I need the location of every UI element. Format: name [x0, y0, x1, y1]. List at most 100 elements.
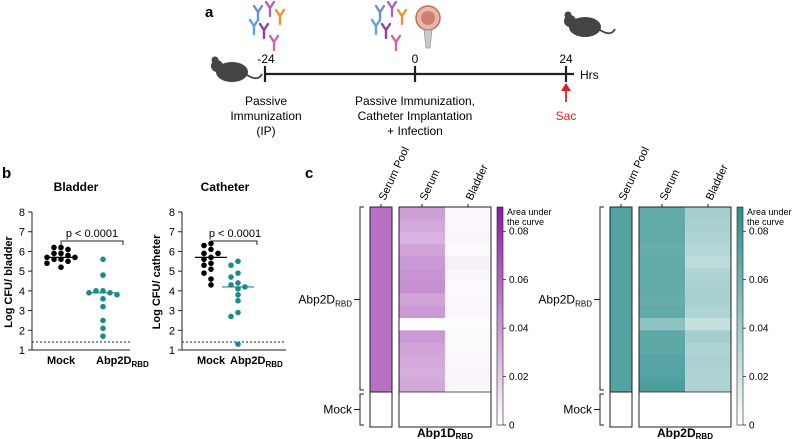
heatmap-cell — [639, 268, 685, 282]
y-axis-label: Log CFU/ catheter — [151, 234, 163, 329]
y-tick-label: 6 — [169, 246, 175, 258]
timeline-label: 0 — [412, 52, 419, 66]
legend-title: the curve — [747, 217, 784, 227]
data-point — [51, 250, 57, 257]
heatmap-cell — [445, 219, 491, 233]
heatmap-cell — [399, 379, 445, 393]
heatmap-cell — [639, 281, 685, 294]
data-point — [100, 333, 106, 340]
y-tick-label: 2 — [169, 325, 175, 337]
y-tick-label: 4 — [169, 286, 175, 298]
data-point — [235, 309, 241, 316]
data-point — [65, 258, 71, 265]
heatmap-cell — [639, 318, 685, 331]
sac-label: Sac — [556, 109, 577, 123]
heatmap-cell — [685, 305, 731, 319]
data-point — [201, 242, 207, 249]
y-tick-label: 4 — [19, 286, 25, 298]
y-tick-label: 7 — [19, 227, 25, 239]
row-bracket — [359, 206, 364, 391]
row-bracket — [599, 393, 604, 426]
y-tick-label: 3 — [169, 306, 175, 318]
heatmap-cell — [445, 305, 491, 319]
heatmap-cell — [399, 318, 445, 331]
data-point — [228, 274, 234, 280]
heatmap-cell — [399, 342, 445, 356]
data-point — [44, 260, 50, 267]
column-header: Serum — [418, 168, 443, 202]
data-point — [201, 270, 207, 276]
data-point — [100, 325, 106, 332]
legend-title: Area under — [507, 207, 552, 217]
legend-tick-label: 0.04 — [509, 324, 529, 335]
heatmap-cell — [445, 281, 491, 294]
heatmap-cell — [685, 268, 731, 282]
data-point — [100, 317, 106, 324]
heatmap-cell — [445, 379, 491, 393]
data-point — [228, 262, 234, 269]
y-tick-label: 5 — [169, 266, 175, 278]
heatmap-cell — [685, 219, 731, 233]
heatmap-cell — [399, 293, 445, 307]
data-point — [235, 280, 241, 286]
y-axis-label: Log CFU/ bladder — [3, 235, 15, 327]
heatmap-cell — [639, 379, 685, 393]
sac-arrow — [561, 83, 571, 102]
event-label: Passive Immunization, — [355, 94, 475, 108]
x-tick-label: Abp2DRBD — [96, 355, 149, 369]
heatmap-cell — [639, 305, 685, 319]
legend-tick-label: 0 — [509, 421, 515, 432]
data-point — [201, 250, 207, 257]
legend-tick-label: 0.08 — [509, 227, 529, 238]
y-tick-label: 8 — [169, 207, 175, 219]
column-header: Serum — [658, 168, 683, 202]
panel-b-letter: b — [2, 165, 11, 182]
data-point — [201, 262, 207, 269]
data-point — [58, 264, 64, 271]
data-point — [100, 256, 106, 263]
column-header: Bladder — [464, 163, 491, 203]
heatmap-cell — [399, 392, 491, 427]
x-tick-label: Abp2DRBD — [230, 355, 283, 369]
heatmap-cell — [445, 342, 491, 356]
heatmap-cell — [609, 391, 633, 428]
row-bracket — [599, 206, 604, 391]
heatmap-cell — [369, 391, 393, 428]
heatmap-cell — [685, 293, 731, 307]
heatmap-cell — [445, 318, 491, 331]
data-point — [235, 297, 241, 304]
event-label: Immunization — [230, 109, 301, 123]
heatmap-cell — [685, 256, 731, 270]
heatmap-cell — [639, 355, 685, 368]
heatmap-cell — [399, 268, 445, 282]
heatmap-cell — [685, 281, 731, 294]
data-point — [51, 244, 57, 251]
heatmap-cell — [445, 268, 491, 282]
legend-title: Area under — [747, 207, 792, 217]
heatmap-cell — [685, 330, 731, 344]
legend-tick-label: 0.02 — [749, 372, 769, 383]
y-tick-label: 1 — [169, 345, 175, 357]
heatmap-cell — [399, 207, 445, 220]
event-label: Passive — [245, 94, 287, 108]
panel-c-letter: c — [305, 165, 313, 182]
heatmap-cell — [685, 244, 731, 257]
timeline-unit: Hrs — [580, 68, 599, 82]
row-label: Mock — [563, 403, 593, 417]
data-point — [235, 258, 241, 265]
data-point — [208, 276, 214, 282]
legend-tick-label: 0.04 — [749, 324, 769, 335]
data-point — [58, 244, 64, 251]
row-bracket — [359, 393, 364, 426]
column-header: Serum Pool — [617, 145, 652, 202]
y-tick-label: 6 — [19, 246, 25, 258]
heatmap-cell — [399, 305, 445, 319]
data-point — [215, 250, 221, 257]
heatmap-cell — [399, 219, 445, 233]
heatmap-cell — [445, 231, 491, 245]
legend-tick-label: 0.06 — [509, 275, 529, 286]
heatmap-border — [398, 206, 492, 428]
